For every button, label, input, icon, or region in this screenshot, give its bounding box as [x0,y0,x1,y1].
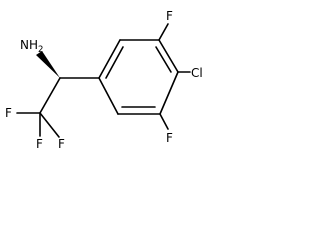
amine-subscript: 2 [38,45,43,55]
chlorine-label: Cl [191,66,203,80]
bond-cf3-to-fluorine-right [39,112,60,138]
amine-label: NH2 [20,38,43,55]
amine-nitrogen: N [20,38,29,52]
chemical-structure-diagram: NH2 F Cl F F F F [5,9,203,151]
fluorine-cf3-left-label: F [5,106,12,120]
benzene-ring [98,39,179,115]
ring-bond-upper-right [158,39,179,73]
bond-ring-to-fluorine-top [158,23,169,41]
ring-bond-lower-left [98,77,119,115]
fluorine-cf3-right-label: F [58,137,65,151]
ring-double-bond-upper-right [155,46,172,73]
bond-ring-to-fluorine-bottom [159,113,169,130]
amine-hydrogen: H [29,38,38,52]
ring-bond-upper-left [98,39,121,79]
wedge-bond-to-amine [36,51,60,78]
ring-bond-lower-right [159,71,179,115]
fluorine-top-right-label: F [166,9,173,23]
fluorine-cf3-bottom-label: F [36,137,43,151]
bond-stereocenter-to-cf3 [39,77,61,114]
fluorine-bottom-right-label: F [166,131,173,145]
ring-double-bond-upper-left [105,46,124,79]
